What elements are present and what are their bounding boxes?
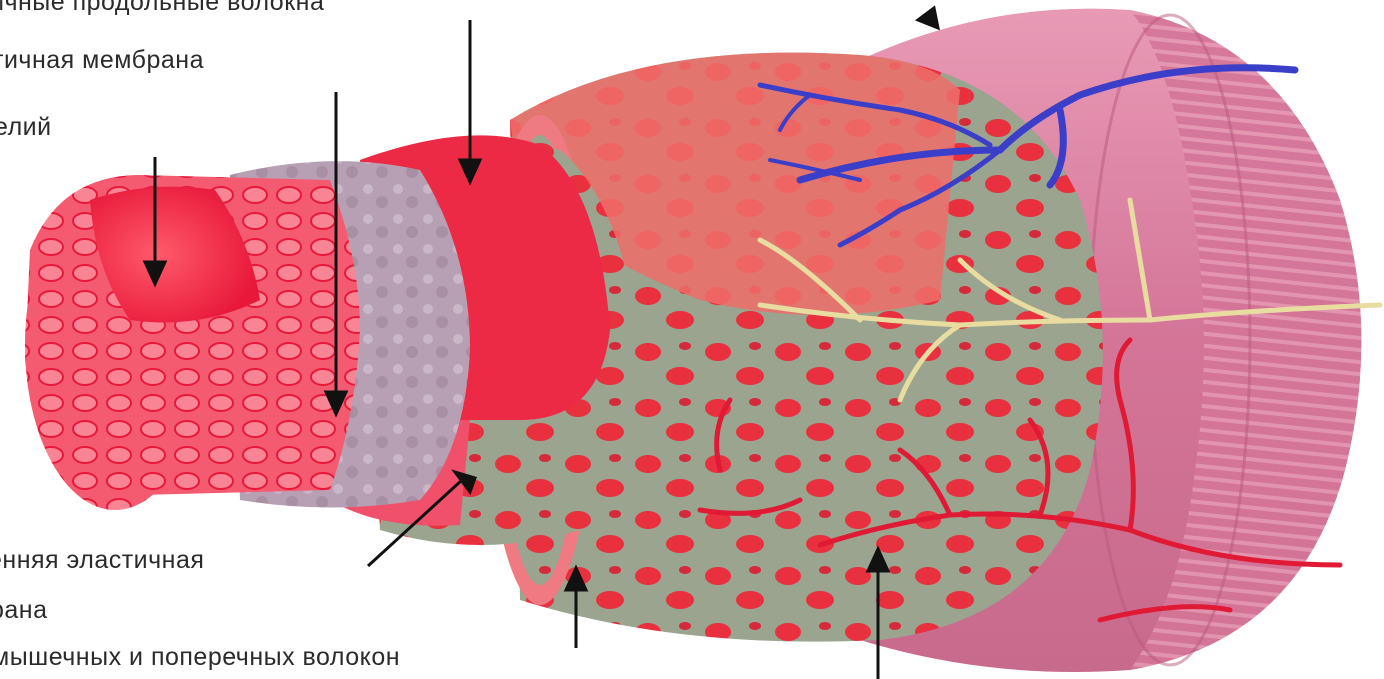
label-muscle-fibers: мышечных и поперечных волокон <box>0 643 400 672</box>
label-inner-elastic: енняя эластичная <box>0 546 204 575</box>
label-elastic-membrane: тичная мембрана <box>0 46 204 75</box>
label-endothelium: елий <box>0 113 52 142</box>
endothelium-layer <box>25 175 360 510</box>
label-membrane-end: рана <box>0 596 48 625</box>
label-longitudinal-fibers: ичные продольные волокна <box>0 0 324 17</box>
